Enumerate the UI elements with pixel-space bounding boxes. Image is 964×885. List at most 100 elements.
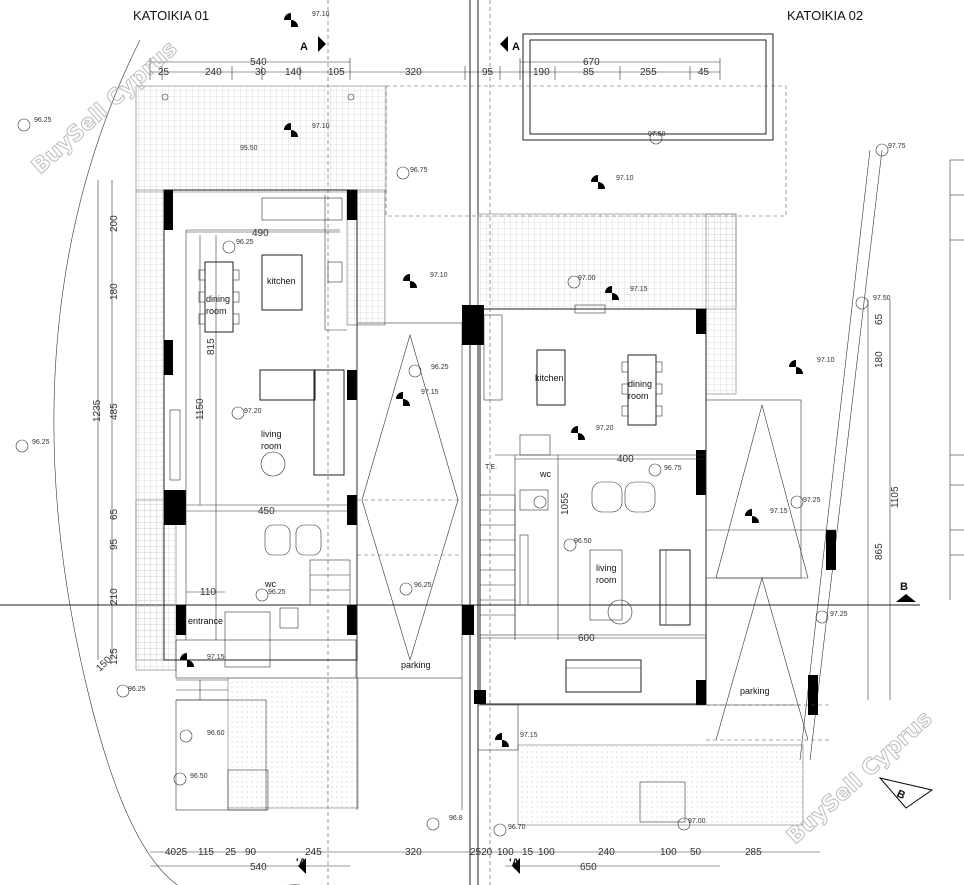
dim-top-670: 670: [583, 57, 600, 68]
level-96-75-b: 96.75: [664, 465, 682, 472]
house1-entrance-yard: [175, 639, 359, 811]
house2-stairs: [479, 494, 516, 636]
dim-top-240: 240: [205, 67, 222, 78]
left-dimensions: 1235 200 180 485 65 95 210 125 150 815 1…: [92, 180, 217, 674]
room-kitchen1: kitchen: [267, 276, 296, 286]
dim-top-85: 85: [583, 67, 595, 78]
level-96-8: 96.8: [449, 815, 463, 822]
dim-left-125: 125: [109, 648, 120, 665]
level-96-50-b: 96.50: [190, 773, 208, 780]
level-97-20-b: 97.20: [596, 425, 614, 432]
watermark-bottom: BuySell Cyprus: [782, 706, 937, 849]
dim-top-30: 30: [255, 67, 267, 78]
dim-left-815: 815: [206, 338, 217, 355]
dim-top-45: 45: [698, 67, 710, 78]
level-97-20-a: 97.20: [244, 408, 262, 415]
room-dining2b: room: [628, 391, 649, 401]
dim-top-540: 540: [250, 57, 267, 68]
level-97-00-b: 97.00: [688, 818, 706, 825]
top-dimensions: 540 670 25 240 30 140 105 320 95 190 85 …: [149, 57, 721, 80]
room-te2: T.E.: [485, 464, 497, 471]
dim-bottom-320: 320: [405, 847, 422, 858]
dim-right-65: 65: [874, 313, 885, 325]
dim-bottom-50: 50: [690, 847, 702, 858]
dim-right-180: 180: [874, 351, 885, 368]
room-parking2: parking: [740, 686, 770, 696]
dim-left-210: 210: [109, 588, 120, 605]
house1-walls: [161, 93, 358, 661]
room-wc2: wc: [539, 469, 551, 479]
room-dining1: dining: [206, 294, 230, 304]
level-97-15-c: 97.15: [770, 508, 788, 515]
level-97-15-b: 97.15: [421, 389, 439, 396]
level-96-25-b: 96.25: [236, 239, 254, 246]
dim-left-180: 180: [109, 283, 120, 300]
room-living1: living: [261, 429, 282, 439]
level-96-25-g: 96.25: [128, 686, 146, 693]
dim-right-1105: 1105: [890, 486, 901, 508]
section-markers: A A 'A 'A B B: [296, 36, 934, 874]
dim-left-65: 65: [109, 508, 120, 520]
level-96-75-a: 96.75: [410, 167, 428, 174]
level-97-50-a: 97.50: [648, 131, 666, 138]
dim-bottom-285: 285: [745, 847, 762, 858]
room-entrance1: entrance: [188, 616, 223, 626]
room-living2b: room: [596, 575, 617, 585]
level-95-50: 95.50: [240, 145, 258, 152]
dim-bottom-100c: 100: [660, 847, 677, 858]
level-97-25-a: 97.25: [803, 497, 821, 504]
section-b-bottom: B: [895, 788, 907, 802]
house1-terrace: [135, 85, 387, 671]
dim-top-95: 95: [482, 67, 494, 78]
dim-bottom-15: 15: [522, 847, 534, 858]
dim-bottom-240: 240: [598, 847, 615, 858]
level-96-25-d: 96.25: [32, 439, 50, 446]
dim-bottom-115: 115: [198, 847, 214, 858]
dim-top-25: 25: [158, 67, 170, 78]
level-97-10-d: 97.10: [430, 272, 448, 279]
dim-110: 110: [200, 587, 216, 598]
level-97-75: 97.75: [888, 143, 906, 150]
dim-bottom-540: 540: [250, 862, 267, 873]
level-markers: 97.10 97.10 96.25 95.50 96.75 97.50 97.1…: [15, 11, 906, 837]
room-parking1: parking: [401, 660, 431, 670]
dim-right-1055: 1055: [560, 492, 571, 515]
section-b-right: B: [900, 581, 908, 593]
right-dimensions: 65 180 1105 865 1055: [557, 300, 901, 700]
level-97-10-b: 97.10: [312, 123, 330, 130]
level-96-60: 96.60: [207, 730, 225, 737]
dim-top-105: 105: [328, 67, 345, 78]
level-96-50-a: 96.50: [574, 538, 592, 545]
house2-furniture: [519, 349, 691, 693]
dim-bottom-25: 25: [225, 847, 237, 858]
level-96-25-a: 96.25: [34, 117, 52, 124]
level-97-50-b: 97.50: [873, 295, 891, 302]
dim-bottom-100b: 100: [538, 847, 555, 858]
dim-400: 400: [617, 454, 634, 465]
dim-left-200: 200: [109, 215, 120, 232]
bottom-dimensions: 4025 115 25 90 245 320 2520 100 15 100 2…: [150, 847, 820, 873]
dim-450: 450: [258, 506, 275, 517]
house2-title: KATOIKIA 02: [787, 8, 863, 23]
level-97-15-e: 97.15: [520, 732, 538, 739]
house2-parking: [477, 399, 836, 826]
dim-left-95: 95: [109, 538, 120, 550]
level-97-15-a: 97.15: [630, 286, 648, 293]
level-96-25-f: 96.25: [268, 589, 286, 596]
dim-right-865: 865: [874, 543, 885, 560]
level-97-10-e: 97.10: [817, 357, 835, 364]
dim-left-1235: 1235: [92, 399, 103, 422]
house1-title: KATOIKIA 01: [133, 8, 209, 23]
titles: KATOIKIA 01 KATOIKIA 02: [133, 8, 863, 23]
level-97-10-c: 97.10: [616, 175, 634, 182]
swimming-pool: [522, 33, 774, 141]
room-kitchen2: kitchen: [535, 373, 564, 383]
dim-bottom-650: 650: [580, 862, 597, 873]
level-97-00-a: 97.00: [578, 275, 596, 282]
level-96-25-c: 96.25: [431, 364, 449, 371]
dim-600: 600: [578, 633, 595, 644]
dim-top-190: 190: [533, 67, 550, 78]
title-block-edge: [949, 159, 964, 600]
dim-left-485: 485: [109, 403, 120, 420]
